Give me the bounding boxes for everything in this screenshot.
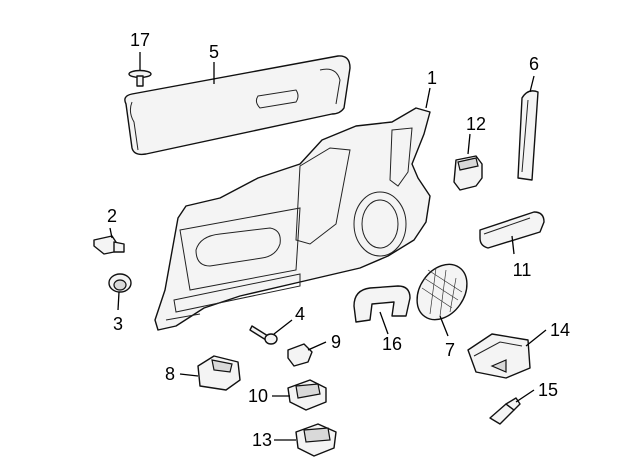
part-mirror-switch: [197, 355, 241, 391]
callout-labels: 17 5 1 6 12 11 2 3 4 9 16 7 14 15 8 10 1…: [107, 30, 570, 450]
part-pull-handle: [353, 285, 411, 323]
part-door-trim-panel: [154, 107, 431, 331]
callout-8: 8: [165, 364, 175, 384]
part-window-switch-2: [295, 423, 337, 457]
leader-1: [425, 87, 431, 109]
leader-2: [109, 227, 113, 239]
leader-8: [179, 373, 199, 377]
leader-16: [379, 311, 389, 335]
leader-6: [529, 75, 535, 93]
callout-14: 14: [550, 320, 570, 340]
part-screw: [249, 325, 278, 345]
part-push-pin: [128, 69, 152, 87]
part-grommet: [108, 273, 132, 293]
callout-6: 6: [529, 54, 539, 74]
leader-12: [467, 133, 471, 155]
leader-9: [307, 341, 327, 351]
callout-16: 16: [382, 334, 402, 354]
part-handle: [479, 211, 545, 249]
part-bulb: [489, 397, 521, 425]
leader-11: [511, 235, 515, 255]
callout-7: 7: [445, 340, 455, 360]
leader-14: [525, 329, 547, 347]
leader-15: [515, 389, 535, 403]
part-speaker-grille: [416, 263, 468, 321]
part-knob: [287, 343, 313, 367]
part-lock-switch: [453, 155, 483, 191]
callout-11: 11: [513, 260, 532, 280]
callout-4: 4: [295, 304, 305, 324]
callout-5: 5: [209, 42, 219, 62]
part-upper-trim-panel: [124, 55, 351, 156]
callout-13: 13: [252, 430, 272, 450]
part-clip: [93, 235, 125, 255]
part-window-switch: [287, 379, 327, 411]
callout-3: 3: [113, 314, 123, 334]
callout-1: 1: [427, 68, 437, 88]
part-trim-strip: [517, 90, 539, 181]
callout-2: 2: [107, 206, 117, 226]
callout-9: 9: [331, 332, 341, 352]
leader-3: [117, 291, 120, 311]
leader-lines: [109, 52, 547, 441]
callout-15: 15: [538, 380, 558, 400]
callout-17: 17: [130, 30, 150, 50]
callout-12: 12: [466, 114, 486, 134]
callout-10: 10: [248, 386, 268, 406]
leader-7: [439, 315, 449, 337]
leader-4: [273, 319, 293, 335]
part-courtesy-lamp: [467, 333, 531, 379]
